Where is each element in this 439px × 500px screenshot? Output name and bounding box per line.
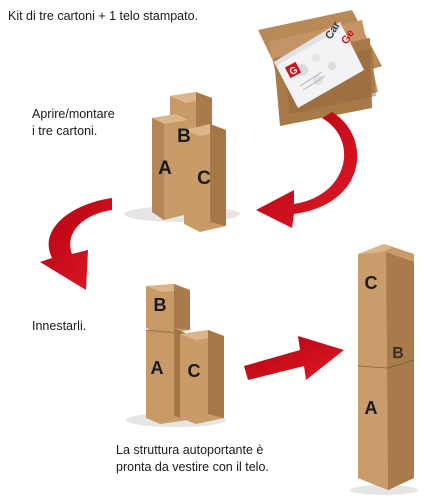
box-label-c: C xyxy=(197,168,211,189)
caption-fit: Innestarli. xyxy=(32,319,87,333)
nested-boxes-image: B A C xyxy=(126,284,226,427)
nested-label-c: C xyxy=(188,361,201,381)
final-column-image: C B A xyxy=(350,244,418,495)
caption-kit: Kit di tre cartoni + 1 telo stampato. xyxy=(8,9,199,23)
caption-final-line1: La struttura autoportante è xyxy=(116,443,264,457)
caption-open-line2: i tre cartoni. xyxy=(32,124,98,138)
separate-boxes-image: B A C xyxy=(124,92,240,232)
arrow-1-icon xyxy=(256,112,358,228)
nested-label-b: B xyxy=(154,295,167,315)
column-label-a: A xyxy=(365,398,378,418)
arrow-2-icon xyxy=(40,198,112,290)
caption-open-line1: Aprire/montare xyxy=(32,107,115,121)
nested-label-a: A xyxy=(151,358,164,378)
column-label-b: B xyxy=(392,345,404,362)
flat-kit-image: G Ge Car xyxy=(258,10,382,126)
box-label-b: B xyxy=(177,126,191,147)
column-label-c: C xyxy=(365,273,378,293)
arrow-3-icon xyxy=(244,336,344,380)
caption-final-line2: pronta da vestire con il telo. xyxy=(116,460,269,474)
box-label-a: A xyxy=(158,158,172,179)
